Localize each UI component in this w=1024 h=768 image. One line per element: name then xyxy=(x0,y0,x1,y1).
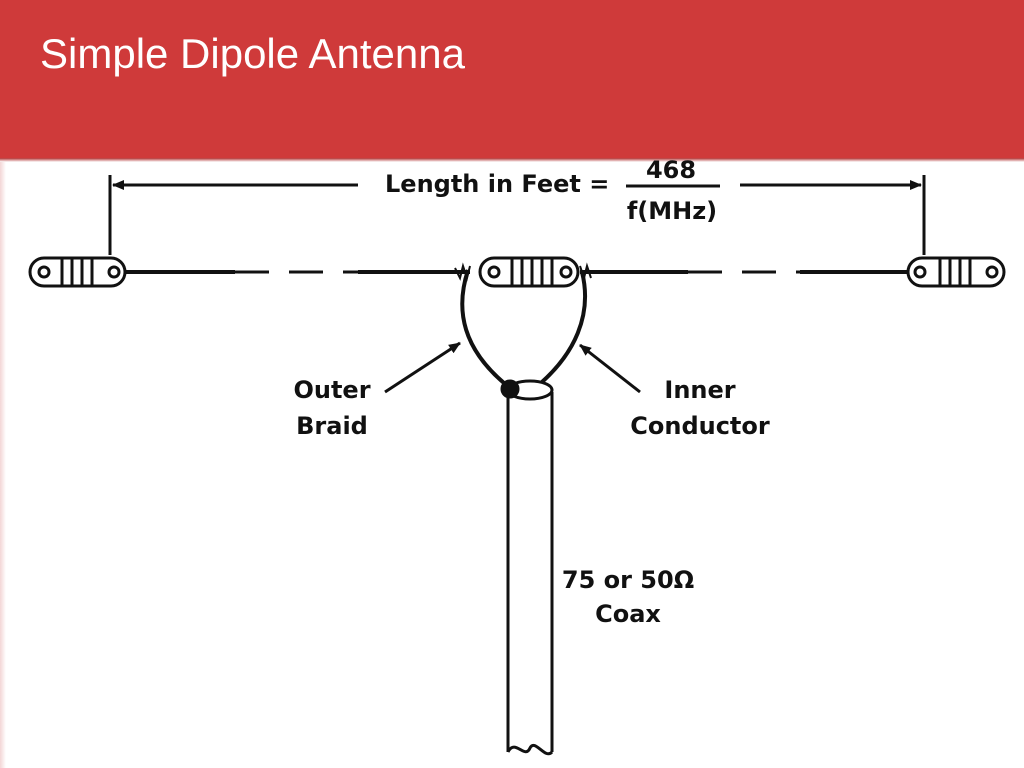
outer-braid-arrow xyxy=(384,341,461,394)
outer-braid-label-line1: Outer xyxy=(293,376,370,404)
feed-leads xyxy=(460,269,587,394)
inner-conductor-label-line2: Conductor xyxy=(630,412,770,440)
coax-label-line1: 75 or 50Ω xyxy=(562,566,694,594)
formula-denominator: f(MHz) xyxy=(627,197,717,225)
coax-cable xyxy=(500,379,554,756)
right-end-insulator xyxy=(906,256,1006,288)
inner-conductor-label-line1: Inner xyxy=(664,376,735,404)
left-edge-strip xyxy=(0,162,6,768)
length-formula: Length in Feet = 468 f(MHz) xyxy=(385,156,720,225)
slide-title: Simple Dipole Antenna xyxy=(40,30,465,77)
formula-numerator: 468 xyxy=(646,156,696,184)
title-bar-shadow xyxy=(0,158,1024,162)
outer-braid-lead xyxy=(460,269,512,390)
formula-prefix: Length in Feet = xyxy=(385,170,609,198)
left-end-insulator xyxy=(28,256,127,288)
length-dimension xyxy=(108,175,926,255)
title-bar: Simple Dipole Antenna xyxy=(0,0,1024,158)
callout-arrows xyxy=(384,341,641,394)
outer-braid-label-line2: Braid xyxy=(296,412,368,440)
coax-label-line2: Coax xyxy=(595,600,661,628)
inner-conductor-lead xyxy=(528,271,587,394)
inner-conductor-arrow xyxy=(579,343,641,394)
center-insulator xyxy=(478,256,580,288)
